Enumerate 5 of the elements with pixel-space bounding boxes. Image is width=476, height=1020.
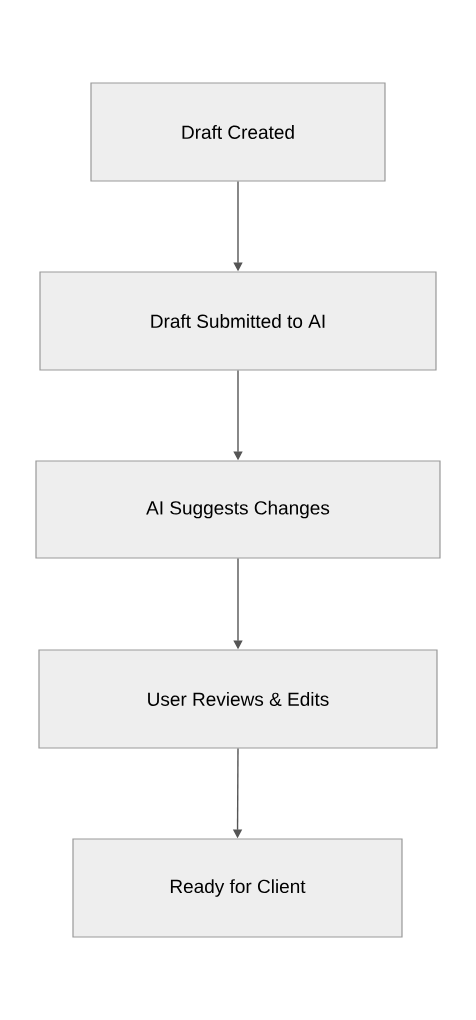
process-box: User Reviews & Edits [38,649,438,749]
process-box: Ready for Client [72,838,403,938]
process-box: Draft Created [90,82,386,182]
process-box: Draft Submitted to AI [39,271,437,371]
process-box: AI Suggests Changes [35,460,441,559]
